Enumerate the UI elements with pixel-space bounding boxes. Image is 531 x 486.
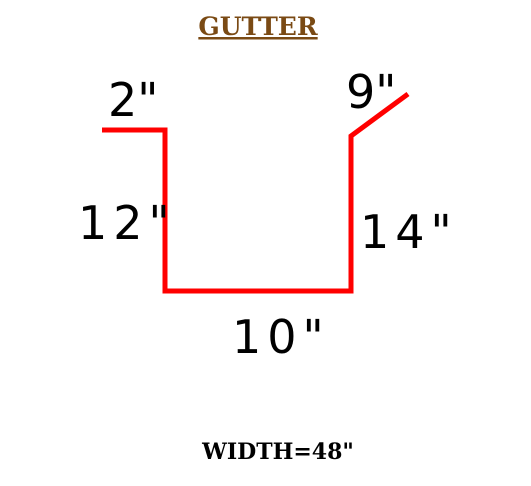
- dimension-left-side: 12": [78, 196, 176, 250]
- dimension-right-side: 14": [360, 205, 458, 259]
- dimension-top-right: 9": [346, 65, 396, 119]
- width-label: WIDTH=48": [201, 439, 354, 465]
- dimension-bottom: 10": [232, 310, 330, 364]
- diagram-title: GUTTER: [198, 12, 318, 41]
- dimension-top-left: 2": [108, 73, 158, 127]
- gutter-profile-line: [102, 91, 410, 294]
